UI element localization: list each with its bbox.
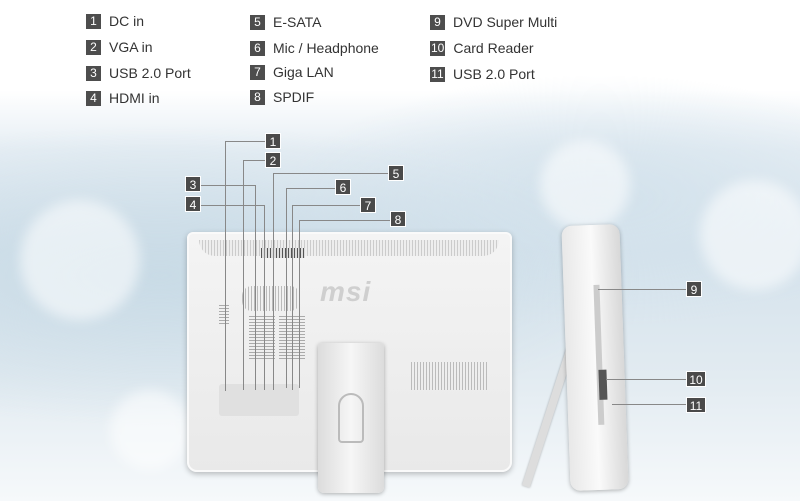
msi-logo: msi bbox=[320, 276, 372, 307]
legend-label: DVD Super Multi bbox=[453, 14, 558, 30]
legend-item: 8 SPDIF bbox=[250, 89, 314, 105]
legend-number: 7 bbox=[250, 64, 265, 80]
legend-item: 1 DC in bbox=[86, 13, 144, 29]
legend-item: 10 Card Reader bbox=[430, 40, 534, 56]
callout-3: 3 bbox=[185, 176, 201, 192]
legend-number: 10 bbox=[430, 40, 446, 56]
legend-item: 11 USB 2.0 Port bbox=[430, 66, 535, 82]
monitor-side-view bbox=[561, 224, 629, 491]
legend-number: 2 bbox=[86, 39, 101, 55]
legend-label: SPDIF bbox=[273, 89, 315, 105]
callout-4: 4 bbox=[185, 196, 201, 212]
legend-number: 9 bbox=[430, 14, 445, 30]
io-panel bbox=[219, 384, 299, 416]
legend-label: Mic / Headphone bbox=[273, 40, 379, 56]
legend-number: 6 bbox=[250, 40, 265, 56]
legend-item: 2 VGA in bbox=[86, 39, 153, 55]
legend-item: 4 HDMI in bbox=[86, 90, 160, 106]
legend-number: 11 bbox=[430, 66, 445, 82]
legend-item: 5 E-SATA bbox=[250, 14, 322, 30]
legend-label: HDMI in bbox=[109, 90, 160, 106]
callout-2: 2 bbox=[265, 152, 281, 168]
legend-number: 4 bbox=[86, 90, 101, 106]
legend-label: USB 2.0 Port bbox=[453, 66, 535, 82]
legend-item: 9 DVD Super Multi bbox=[430, 14, 557, 30]
legend-label: Giga LAN bbox=[273, 64, 334, 80]
callout-1: 1 bbox=[265, 133, 281, 149]
legend-label: USB 2.0 Port bbox=[109, 65, 191, 81]
callout-8: 8 bbox=[390, 211, 406, 227]
legend-number: 3 bbox=[86, 65, 101, 81]
callout-11: 11 bbox=[686, 397, 706, 413]
legend-item: 7 Giga LAN bbox=[250, 64, 334, 80]
legend-number: 1 bbox=[86, 13, 101, 29]
legend-label: E-SATA bbox=[273, 14, 322, 30]
callout-7: 7 bbox=[360, 197, 376, 213]
legend-number: 5 bbox=[250, 14, 265, 30]
legend-label: Card Reader bbox=[453, 40, 534, 56]
callout-6: 6 bbox=[335, 179, 351, 195]
legend-item: 6 Mic / Headphone bbox=[250, 40, 379, 56]
callout-9: 9 bbox=[686, 281, 702, 297]
callout-5: 5 bbox=[388, 165, 404, 181]
callout-10: 10 bbox=[686, 371, 706, 387]
monitor-stand bbox=[318, 343, 384, 493]
legend-label: DC in bbox=[109, 13, 145, 29]
legend-item: 3 USB 2.0 Port bbox=[86, 65, 191, 81]
legend-number: 8 bbox=[250, 89, 265, 105]
legend-label: VGA in bbox=[109, 39, 153, 55]
